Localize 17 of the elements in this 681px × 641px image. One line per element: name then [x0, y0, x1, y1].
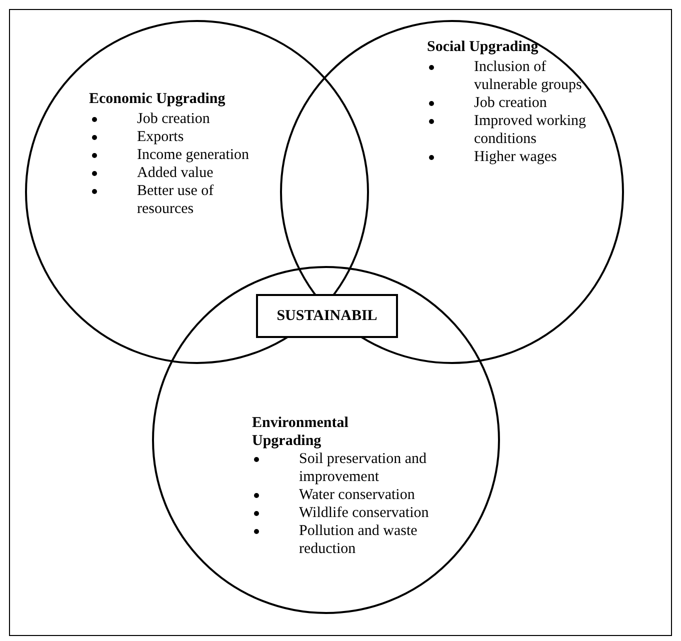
list-item-text: Improved working conditions [474, 113, 586, 147]
list-item-text: Inclusion of vulnerable groups [474, 59, 582, 93]
circle-heading: Environmental Upgrading [252, 414, 350, 450]
list-item-text: Soil preservation and improvement [299, 451, 426, 485]
list-item-text: Job creation [137, 111, 210, 127]
list-item-text: Higher wages [474, 149, 557, 165]
list-item-text: Added value [137, 165, 214, 181]
list-item-text: Water conservation [299, 487, 415, 503]
list-item-text: Exports [137, 129, 184, 145]
list-item-text: Job creation [474, 95, 547, 111]
list-item-text: Wildlife conservation [299, 505, 429, 521]
circle-heading: Economic Upgrading [89, 90, 226, 108]
list-item-text: Income generation [137, 147, 250, 163]
center-label: SUSTAINABIL [276, 308, 378, 324]
list-item-text: Better use of resources [137, 183, 214, 217]
circle-heading: Social Upgrading [427, 38, 540, 56]
list-item-text: Pollution and waste reduction [299, 523, 418, 557]
